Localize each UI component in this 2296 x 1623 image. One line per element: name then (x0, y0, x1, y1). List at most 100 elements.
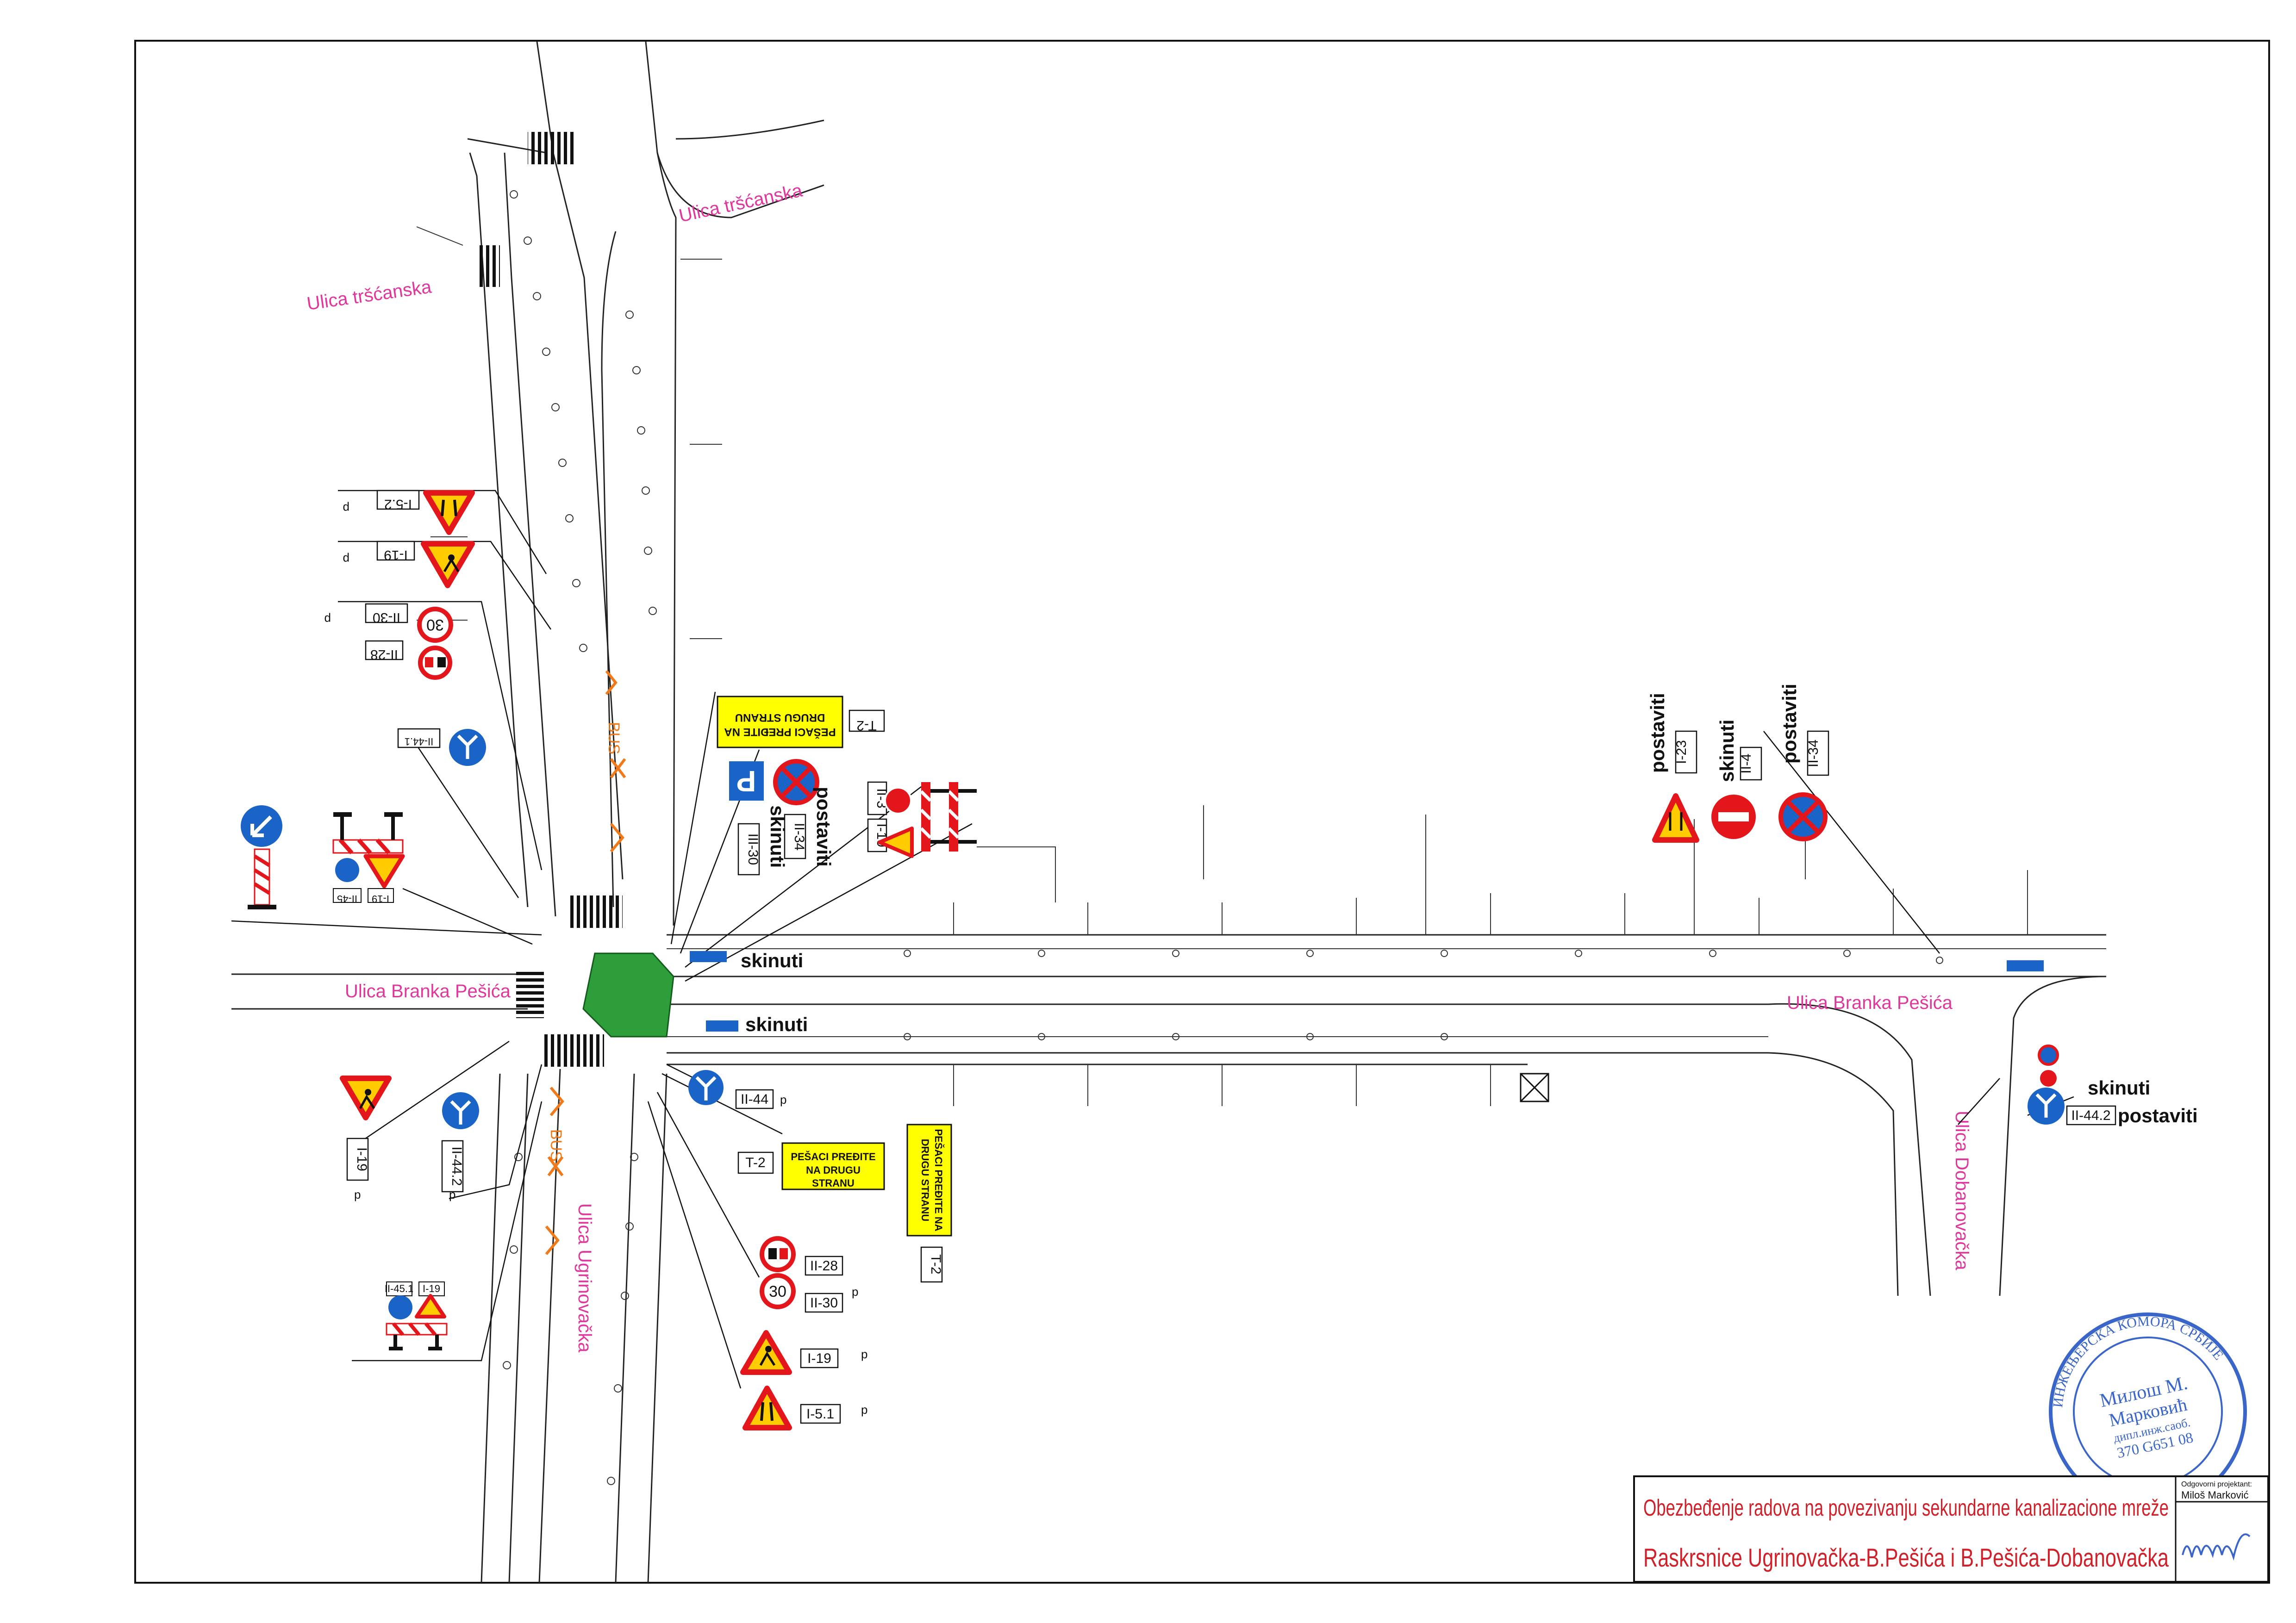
street-label-ugrinovacka: Ulica Ugrinovačka (574, 1203, 595, 1353)
code-box-i-19 (376, 541, 415, 561)
no-overtaking-icon-2 (760, 1236, 796, 1272)
code-box-i-5-2 (376, 490, 420, 510)
speed-limit-30-icon (417, 607, 453, 643)
pedestrian-notice-top-text: PEŠACI PREĐITE NA DRUGU STRANU (724, 711, 836, 738)
action-skinuti-dobanovacka: skinuti (2088, 1077, 2150, 1099)
action-postaviti-ii-34: postaviti (1778, 684, 1800, 764)
code-box-i-19-small (368, 888, 394, 903)
road-narrows-warning-icon (423, 490, 475, 535)
code-box-ii-44-2-right (2066, 1105, 2116, 1126)
engineer-signature (2182, 1533, 2251, 1561)
code-box-ii-4 (1740, 746, 1762, 781)
p-mark-i-5-1: p (861, 1403, 867, 1417)
action-skinuti-ii-4: skinuti (1716, 720, 1738, 782)
action-postaviti-i-23: postaviti (1647, 693, 1668, 773)
action-skinuti-iii-30: skinuti (767, 805, 788, 868)
keep-left-icon-2 (335, 858, 359, 882)
sign-p-noparking-group: P II-34 III-30 skinuti postaviti (729, 759, 835, 876)
code-ii-44-2-right: II-44.2 (2071, 1108, 2110, 1123)
detour-arrow-sign-2 (706, 1020, 738, 1032)
code-ii-44-1: II-44.1 (405, 736, 433, 747)
code-box-i-19-top (867, 818, 887, 852)
sign-keep-left-barrier-group: II-45 I-19 (241, 805, 405, 909)
code-box-ii-34-right (1807, 730, 1829, 776)
work-zone (582, 952, 674, 1038)
p-mark-ii-30-lower: p (852, 1285, 858, 1299)
p-mark-ii-44: p (780, 1093, 786, 1107)
code-box-t-2-vertical (920, 1246, 943, 1283)
code-ii-45: II-45 (337, 893, 357, 905)
code-i-19-lower: I-19 (354, 1147, 369, 1171)
sign-dobanovacka-group: skinuti postaviti II-44.2 (2028, 1045, 2198, 1126)
sign-ii-44-1-group: II-44.1 (397, 728, 486, 766)
speed-limit-value-2: 30 (769, 1283, 786, 1300)
role-label: Odgovorni projektant: (2181, 1480, 2252, 1488)
roadworks-warning-icon-5 (415, 1294, 446, 1318)
code-box-i-19-lower-2 (418, 1281, 445, 1296)
code-box-i-23 (1675, 730, 1697, 774)
sign-right-top-group: postaviti I-23 skinuti II-4 postaviti II… (1647, 684, 1829, 843)
action-skinuti-upper: skinuti (741, 950, 803, 971)
sign-ii-45-1-group: II-45.1 I-19 (385, 1281, 448, 1350)
code-ii-4: II-4 (1739, 753, 1754, 773)
no-parking-small-icon (2038, 1045, 2059, 1066)
street-label-trscanska-top: Ulica tršćanska (677, 180, 805, 226)
title-block: Obezbeđenje radova na povezivanju sekund… (1633, 1475, 2269, 1583)
sign-i-19-group: p I-19 (343, 541, 475, 588)
code-ii-45-1: II-45.1 (385, 1283, 413, 1294)
street-furniture-dots (503, 190, 1943, 1485)
pedestrian-notice-vertical (906, 1124, 952, 1237)
code-ii-44: II-44 (741, 1092, 768, 1107)
code-box-ii-28 (365, 640, 404, 660)
sign-t-2-lower-group: T-2 PEŠACI PREĐITE NA DRUGU STRANU PEŠAC… (737, 1124, 952, 1283)
detour-arrow-sign-3 (2007, 960, 2044, 971)
code-box-t-2-top (849, 709, 885, 732)
code-box-i-19-lower-3 (800, 1348, 839, 1368)
code-box-ii-30 (365, 603, 408, 623)
code-i-19-lower-3: I-19 (807, 1351, 831, 1366)
pedestrian-notice-top (717, 696, 843, 748)
code-i-19-lower-2: I-19 (423, 1283, 440, 1294)
code-box-ii-30-lower (805, 1293, 843, 1313)
code-i-19-small: I-19 (372, 893, 389, 905)
sign-t-2-top-group: PEŠACI PREĐITE NA DRUGU STRANU T-2 (717, 696, 885, 748)
code-ii-44-2: II-44.2 (449, 1146, 464, 1186)
title-line-1: Obezbeđenje radova na povezivanju sekund… (1643, 1495, 2169, 1521)
keep-left-icon-3 (388, 1295, 412, 1319)
code-t-2-vertical: T-2 (928, 1254, 943, 1274)
p-mark-i-19-lower: p (354, 1188, 361, 1201)
temporary-markings (545, 670, 626, 1255)
p-mark-ii-44-2: p (449, 1188, 455, 1201)
p-mark-i-19: p (343, 553, 349, 566)
code-box-t-2-lower (737, 1151, 774, 1174)
sign-i-19-i-5-1-lower-group: I-19 p I-5.1 p (740, 1330, 867, 1430)
sign-lower-left-group: I-19 p II-44.2 p (340, 1076, 479, 1201)
code-box-ii-28-lower (805, 1256, 843, 1276)
sign-ii-3-group: II-3 I-19 (867, 781, 977, 858)
pedestrian-crossings (477, 132, 623, 1067)
p-mark-i-5-2: p (343, 502, 349, 516)
code-ii-34-right: II-34 (1806, 740, 1821, 767)
narrowing-road-warning-icon (1652, 793, 1699, 843)
code-box-iii-30 (737, 823, 760, 876)
action-postaviti-dobanovacka: postaviti (2118, 1105, 2198, 1126)
code-ii-28: II-28 (370, 647, 398, 662)
pedestrian-notice-lower (781, 1142, 885, 1190)
road-narrows-warning-icon-2 (742, 1386, 792, 1430)
code-box-ii-34-top (784, 814, 806, 859)
code-ii-34-top: II-34 (792, 823, 807, 851)
roadworks-warning-icon-6 (740, 1330, 792, 1375)
p-mark-i-19-lower-3: p (861, 1347, 867, 1361)
code-box-i-19-lower (346, 1138, 369, 1181)
barrier-pair-icon (920, 782, 977, 852)
speed-limit-value: 30 (426, 616, 444, 634)
code-box-ii-44-1 (397, 728, 441, 748)
street-label-dobanovacka: Ulica Dobanovačka (1952, 1111, 1972, 1270)
leader-lines (231, 490, 2074, 1389)
bus-marking-1: BUS (605, 722, 623, 754)
p-mark-ii-30: p (324, 613, 331, 627)
street-label-trscanska-left: Ulica tršćanska (306, 276, 433, 314)
roadworks-warning-icon-3 (878, 827, 914, 858)
code-ii-30: II-30 (373, 610, 400, 625)
